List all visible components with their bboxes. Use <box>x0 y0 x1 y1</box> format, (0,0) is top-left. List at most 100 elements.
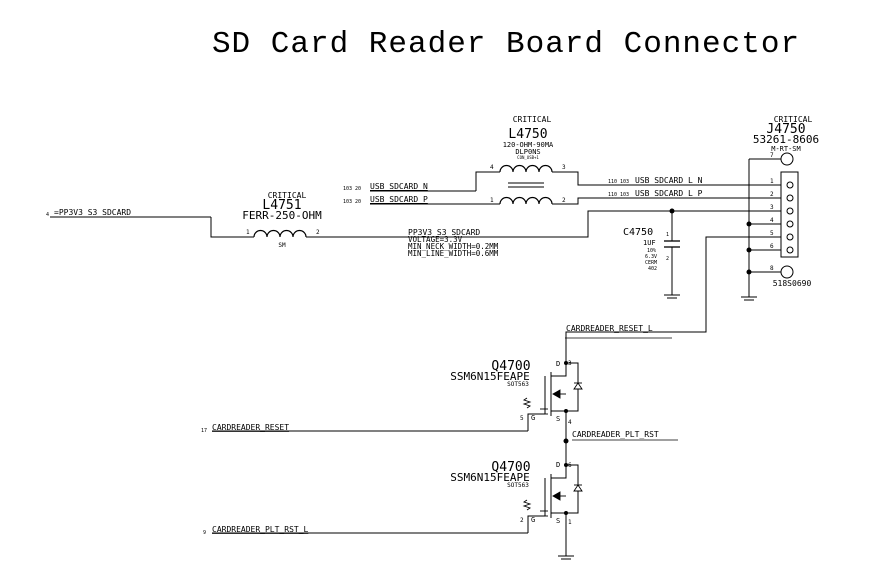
j4750-critical: CRITICAL <box>774 115 813 124</box>
j4750-pin-stubs <box>775 184 781 251</box>
q4700b-gate-resistor <box>522 499 532 511</box>
wire-q4700a-gate <box>527 413 545 431</box>
l4750-critical: CRITICAL <box>513 115 552 124</box>
q4700b-d-pin: 6 <box>568 462 572 469</box>
q4700a-gate-resistor <box>522 397 532 409</box>
wire-l4750-pin4 <box>475 171 500 191</box>
j4750-shield-pin8 <box>780 265 794 279</box>
junction-q4700b-drain <box>564 463 568 467</box>
plt-rst-net-label: CARDREADER_PLT_RST <box>572 430 659 439</box>
q4700a-s-pin: 4 <box>568 419 572 426</box>
c4750-pin2: 2 <box>666 256 669 262</box>
junction-q4700a-source <box>564 409 568 413</box>
q4700a-d-pin: 3 <box>568 360 572 367</box>
junction-q4700b-source <box>564 511 568 515</box>
q4700a-pkg: SOT563 <box>507 381 529 388</box>
q4700a-body-diode <box>573 382 583 390</box>
pp3v3-min-line: MIN_LINE_WIDTH=0.6MM <box>408 249 499 258</box>
j4750-pin-1: 1 <box>770 178 774 185</box>
wire-usb-l-n <box>552 171 775 186</box>
pp3v3-in-net-label: =PP3V3_S3_SDCARD <box>54 208 131 217</box>
l4751-value: FERR-250-OHM <box>242 209 322 222</box>
l4750-lower-coil <box>499 196 553 205</box>
usb-p-ref: 103 20 <box>343 199 361 205</box>
q4700a-internals <box>522 382 583 415</box>
q4700a-s-label: S <box>556 415 560 423</box>
l4751-coil-symbol <box>253 229 307 238</box>
j4750-pkg: M-RT-SM <box>771 145 801 153</box>
l4750-sub: CON_USB+1 <box>517 155 539 160</box>
plt-rst-l-net-label: CARDREADER_PLT_RST_L <box>212 525 309 534</box>
junctions <box>563 208 752 515</box>
q4700b-g-label: G <box>531 516 535 524</box>
q4700b-pkg: SOT563 <box>507 482 529 489</box>
l4750-upper-coil <box>499 164 553 173</box>
c4750-size: 402 <box>648 266 657 272</box>
c4750-tolerance: 10% <box>647 248 656 254</box>
usb-l-p-ref: 110 103 <box>608 192 629 198</box>
j4750-pin-5: 5 <box>770 230 774 237</box>
q4700b-value: SSM6N15FEAPE <box>450 471 529 484</box>
j4750-pin-4-circle <box>786 220 794 228</box>
l4751-ref: L4751 <box>262 198 301 213</box>
pp3v3-sdcard-net-label: PP3V3_S3_SDCARD <box>408 228 480 237</box>
junction-plt-rst <box>563 438 569 444</box>
l4750-pin4: 4 <box>490 164 494 171</box>
q4700b-ref: Q4700 <box>491 460 530 475</box>
junction-c4750 <box>669 208 675 214</box>
q4700a-drain <box>551 352 567 377</box>
j4750-pin-5-circle <box>786 233 794 241</box>
reset-l-net-label: CARDREADER_RESET_L <box>566 324 653 333</box>
usb-n-net-label: USB_SDCARD_N <box>370 182 428 191</box>
wire-pp3v3-sdcard <box>306 210 672 238</box>
l4751-pkg: SM <box>278 242 286 249</box>
pp3v3-in-ref: 4 <box>46 212 49 218</box>
diagram-title: SD Card Reader Board Connector <box>212 27 800 62</box>
usb-p-net-label: USB_SDCARD_P <box>370 195 428 204</box>
junction-j4750-pin8 <box>746 269 752 275</box>
wire-l4751-pin1 <box>210 217 254 238</box>
plt-rst-l-ref: 9 <box>203 530 206 536</box>
j4750-pin-4: 4 <box>770 217 774 224</box>
q4700b-g-pin: 2 <box>520 517 524 524</box>
j4750-pin-6-circle <box>786 246 794 254</box>
q4700b-d-label: D <box>556 461 560 469</box>
q4700a-g-label: G <box>531 414 535 422</box>
j4750-part-number: 518S0690 <box>773 279 812 288</box>
j4750-pin-3-circle <box>786 207 794 215</box>
j4750-pin-1-circle <box>786 181 794 189</box>
pp3v3-min-neck: MIN_NECK_WIDTH=0.2MM <box>408 242 499 251</box>
wire-q4700b-gate <box>527 515 545 533</box>
l4750-value: 120-OHM-90MA <box>503 141 554 149</box>
junction-j4750-pin6 <box>746 247 752 253</box>
wire-cardreader-reset-l <box>565 236 775 352</box>
j4750-pin-3: 3 <box>770 204 774 211</box>
q4700b-body-diode <box>573 484 583 492</box>
pp3v3-voltage: VOLTAGE=3.3V <box>408 235 463 244</box>
j4750-connector-body <box>780 171 799 258</box>
q4700b-s-label: S <box>556 517 560 525</box>
l4750-pkg: DLP0NS <box>515 148 540 156</box>
c4750-voltage: 6.3V <box>645 254 657 260</box>
j4750-pin-2: 2 <box>770 191 774 198</box>
j4750-shield-pin7 <box>780 152 794 166</box>
l4750-pin2: 2 <box>562 197 566 204</box>
usb-l-p-net-label: USB_SDCARD_L_P <box>635 189 703 198</box>
j4750-pin-2-circle <box>786 194 794 202</box>
c4750-value: 1UF <box>643 239 656 247</box>
j4750-pin-6: 6 <box>770 243 774 250</box>
j4750-pin-7: 7 <box>770 152 774 159</box>
usb-l-n-ref: 110 103 <box>608 179 629 185</box>
q4700a-g-pin: 5 <box>520 415 524 422</box>
reset-net-label: CARDREADER_RESET <box>212 423 289 432</box>
c4750-dielectric: CERM <box>645 260 657 266</box>
q4700a-value: SSM6N15FEAPE <box>450 370 529 383</box>
j4750-ref: J4750 <box>766 122 805 137</box>
l4751-pin1: 1 <box>246 229 250 236</box>
net-label-underlines <box>565 337 678 441</box>
l4750-pin1: 1 <box>490 197 494 204</box>
junction-j4750-pin4 <box>746 221 752 227</box>
usb-n-ref: 103 20 <box>343 186 361 192</box>
